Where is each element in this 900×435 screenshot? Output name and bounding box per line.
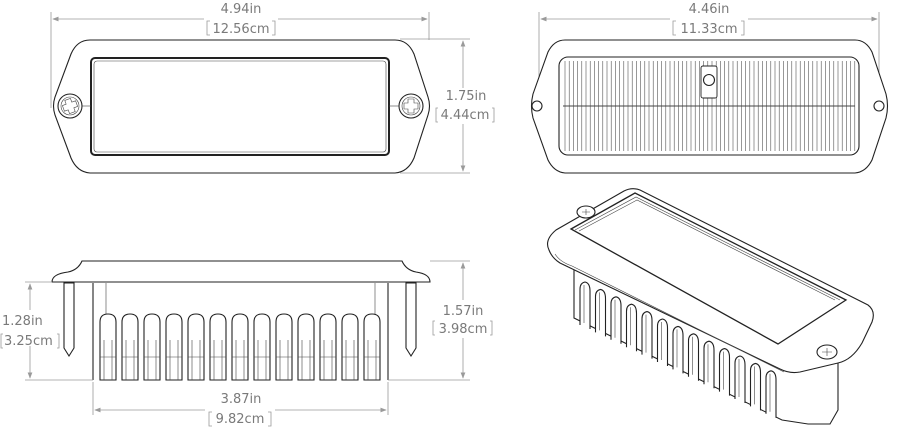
screw-icon (816, 344, 838, 360)
front-height-cm-label: 4.44cm (441, 108, 490, 123)
back-view: 4.46in 11.33cm (530, 2, 889, 174)
side-view: 1.28in 3.25cm 1.57in 3.98cm 3.87in 9.82c… (0, 260, 495, 427)
screw-icon (389, 93, 424, 119)
back-width-cm-label: 11.33cm (680, 22, 737, 37)
side-depth-in-label: 1.28in (2, 314, 43, 329)
front-width-in-label: 4.94in (221, 2, 262, 17)
side-total-depth-cm-label: 3.98cm (439, 322, 488, 337)
side-depth-cm-label: 3.25cm (4, 334, 53, 349)
front-height-in-label: 1.75in (446, 89, 487, 104)
front-view: 4.94in 12.56cm 1.75in 4.44cm (50, 2, 495, 174)
side-total-depth-in-label: 1.57in (443, 304, 484, 319)
front-width-cm-label: 12.56cm (212, 22, 269, 37)
back-width-in-label: 4.46in (689, 2, 730, 17)
side-width-cm-label: 9.82cm (216, 412, 265, 427)
screw-icon (57, 93, 91, 119)
screw-icon (576, 205, 596, 219)
heatsink-fins (99, 313, 381, 381)
side-width-in-label: 3.87in (221, 392, 262, 407)
isometric-view (547, 188, 874, 425)
